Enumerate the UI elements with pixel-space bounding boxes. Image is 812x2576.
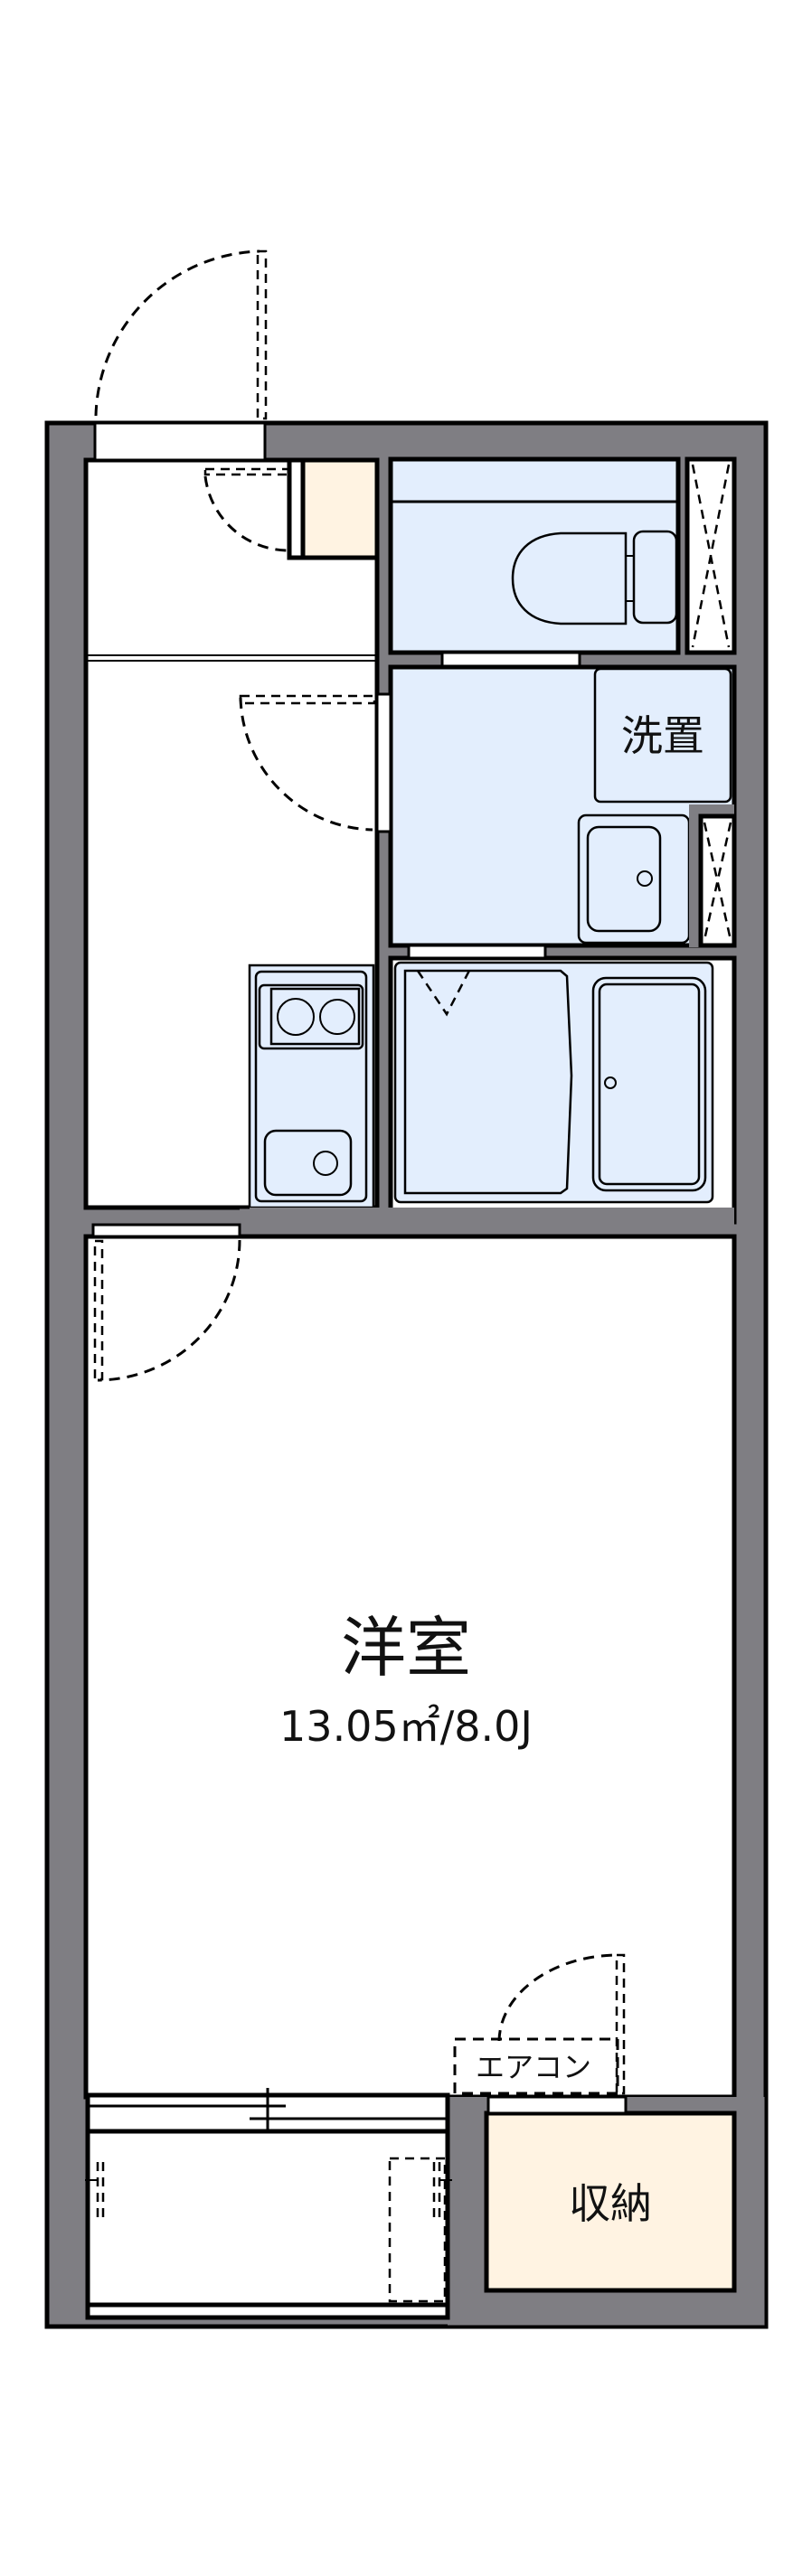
room-door[interactable]: [91, 1223, 241, 1382]
air-conditioner: エアコン: [453, 2037, 619, 2095]
western-room: 洋室 13.05㎡/8.0J: [83, 1234, 737, 2100]
washroom-window: [689, 804, 737, 948]
bath-door[interactable]: [407, 944, 547, 960]
kitchen-counter: [248, 964, 375, 1209]
storage-label: 収納: [569, 2179, 652, 2228]
toilet-bowl: [511, 531, 628, 625]
air-conditioner-label: エアコン: [476, 2050, 591, 2084]
toilet-window: [685, 456, 737, 655]
burner-left: [277, 998, 315, 1036]
washroom: 洗置: [388, 664, 737, 948]
basin-drain: [637, 870, 653, 887]
toilet-room: [388, 456, 681, 655]
shoe-cabinet: [203, 457, 380, 560]
bathroom: [388, 955, 737, 1225]
burner-right: [319, 999, 355, 1035]
room-area-label: 13.05㎡/8.0J: [279, 1702, 533, 1751]
storage-door[interactable]: [486, 1953, 628, 2115]
toilet-tank: [632, 530, 678, 625]
bath-floor: [403, 969, 573, 1195]
laundry-space-label: 洗置: [621, 711, 704, 760]
storage-closet: 収納: [448, 2097, 766, 2327]
bathtub-drain: [604, 1076, 617, 1089]
entrance-door[interactable]: [93, 249, 268, 462]
kitchen-sink: [263, 1129, 353, 1197]
exterior-wall-outline: [45, 421, 768, 2328]
room-name-label: 洋室: [341, 1610, 471, 1686]
sink-drain: [313, 1151, 338, 1176]
balcony: [85, 2129, 452, 2320]
outdoor-unit: [388, 2157, 447, 2303]
laundry-space: [593, 667, 732, 804]
wash-basin: [586, 825, 662, 933]
washroom-door[interactable]: [239, 692, 392, 833]
